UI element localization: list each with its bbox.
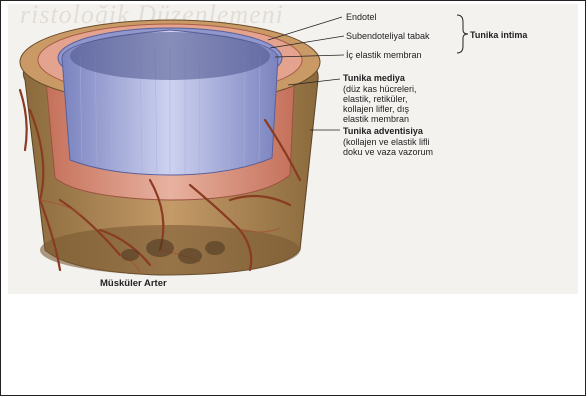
- label-subendoteliyal-tabak: Subendoteliyal tabak: [346, 31, 430, 41]
- label-tunika-adventisiya: Tunika adventisiya: [343, 126, 423, 136]
- label-tunika-adventisiya-line1: (kollajen ve elastik lifli: [343, 137, 430, 147]
- label-ic-elastik-membran: İç elastik membran: [346, 50, 422, 60]
- label-endotel: Endotel: [346, 12, 377, 22]
- label-tunika-adventisiya-line2: doku ve vaza vazorum: [343, 147, 433, 157]
- lumen-opening: [70, 32, 270, 80]
- label-tunika-mediya-line4: elastik membran: [343, 114, 409, 124]
- label-tunika-mediya: Tunika mediya: [343, 73, 405, 83]
- intima-brace: [455, 14, 469, 54]
- label-tunika-mediya-line1: (düz kas hücreleri,: [343, 84, 417, 94]
- figure-caption: Müsküler Arter: [100, 278, 167, 289]
- label-tunika-mediya-line2: elastik, retiküler,: [343, 94, 408, 104]
- label-tunika-intima: Tunika intima: [470, 30, 527, 40]
- label-tunika-mediya-line3: kollajen lifler, dış: [343, 104, 409, 114]
